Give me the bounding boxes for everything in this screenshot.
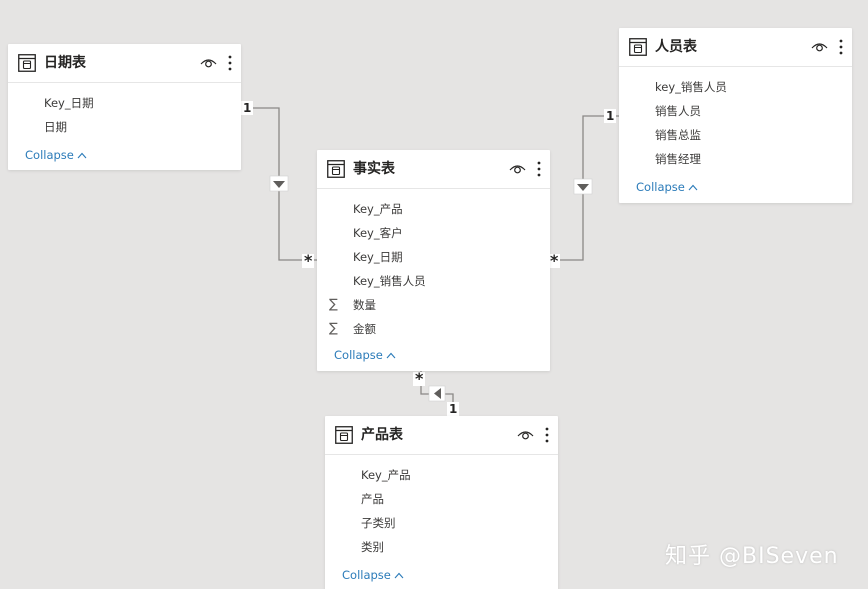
field-row[interactable]: 销售总监 (619, 123, 852, 147)
eye-icon[interactable] (811, 41, 828, 53)
table-icon (629, 38, 647, 56)
field-label: Key_销售人员 (353, 274, 426, 288)
table-title: 事实表 (353, 161, 395, 177)
field-label: 子类别 (361, 516, 396, 530)
collapse-button[interactable]: Collapse (636, 180, 698, 194)
table-icon (327, 160, 345, 178)
measure-row[interactable]: ∑ 数量 (317, 293, 550, 317)
field-row[interactable]: Key_日期 (8, 91, 241, 115)
table-card-product[interactable]: 产品表 Key_产品 产品 子类别 类别 Collapse (325, 416, 558, 589)
cardinality-one-date: 1 (241, 101, 254, 115)
field-row[interactable]: 销售经理 (619, 147, 852, 171)
field-list: Key_产品 产品 子类别 类别 (325, 455, 558, 559)
collapse-button[interactable]: Collapse (334, 348, 396, 362)
table-title: 人员表 (655, 39, 697, 55)
measure-label: 数量 (353, 298, 376, 312)
field-list: key_销售人员 销售人员 销售总监 销售经理 (619, 67, 852, 171)
triangle-arrow-icon (273, 181, 285, 188)
table-title: 日期表 (44, 55, 86, 71)
sigma-icon: ∑ (329, 297, 338, 312)
field-row[interactable]: Key_产品 (317, 197, 550, 221)
measure-row[interactable]: ∑ 金额 (317, 317, 550, 341)
cardinality-many-product: * (413, 369, 426, 388)
field-label: Key_产品 (361, 468, 411, 482)
chevron-up-icon (386, 352, 396, 359)
field-row[interactable]: 子类别 (325, 511, 558, 535)
watermark: 知乎 @BISeven (665, 544, 839, 569)
field-row[interactable]: Key_客户 (317, 221, 550, 245)
collapse-button[interactable]: Collapse (342, 568, 404, 582)
cardinality-one-product: 1 (447, 402, 460, 416)
field-label: 产品 (361, 492, 384, 506)
chevron-up-icon (77, 152, 87, 159)
field-label: 销售总监 (655, 128, 701, 142)
triangle-arrow-icon (434, 388, 441, 399)
field-label: Key_日期 (353, 250, 403, 264)
cardinality-one-people: 1 (604, 109, 617, 123)
more-options-icon[interactable] (537, 161, 541, 177)
collapse-label: Collapse (25, 148, 74, 162)
field-label: key_销售人员 (655, 80, 727, 94)
table-card-date[interactable]: 日期表 Key_日期 日期 Collapse (8, 44, 241, 170)
measure-label: 金额 (353, 322, 376, 336)
table-card-people[interactable]: 人员表 key_销售人员 销售人员 销售总监 销售经理 Collapse (619, 28, 852, 203)
field-label: Key_日期 (44, 96, 94, 110)
field-label: Key_产品 (353, 202, 403, 216)
cardinality-many-date: * (302, 251, 315, 270)
card-header[interactable]: 事实表 (317, 150, 550, 189)
field-row[interactable]: 日期 (8, 115, 241, 139)
field-row[interactable]: Key_产品 (325, 463, 558, 487)
more-options-icon[interactable] (228, 55, 232, 71)
chevron-up-icon (688, 184, 698, 191)
more-options-icon[interactable] (839, 39, 843, 55)
field-label: 销售经理 (655, 152, 701, 166)
table-card-fact[interactable]: 事实表 Key_产品 Key_客户 Key_日期 Key_销售人员 ∑ 数量 ∑ 金… (317, 150, 550, 371)
field-label: 销售人员 (655, 104, 701, 118)
cardinality-many-people: * (548, 251, 561, 270)
eye-icon[interactable] (509, 163, 526, 175)
field-row[interactable]: key_销售人员 (619, 75, 852, 99)
field-row[interactable]: Key_日期 (317, 245, 550, 269)
collapse-label: Collapse (342, 568, 391, 582)
eye-icon[interactable] (517, 429, 534, 441)
field-label: 类别 (361, 540, 384, 554)
field-label: 日期 (44, 120, 67, 134)
more-options-icon[interactable] (545, 427, 549, 443)
card-header[interactable]: 人员表 (619, 28, 852, 67)
field-row[interactable]: Key_销售人员 (317, 269, 550, 293)
collapse-button[interactable]: Collapse (25, 148, 87, 162)
sigma-icon: ∑ (329, 321, 338, 336)
card-header[interactable]: 产品表 (325, 416, 558, 455)
collapse-label: Collapse (636, 180, 685, 194)
table-icon (335, 426, 353, 444)
field-list: Key_产品 Key_客户 Key_日期 Key_销售人员 ∑ 数量 ∑ 金额 (317, 189, 550, 341)
table-title: 产品表 (361, 427, 403, 443)
field-list: Key_日期 日期 (8, 83, 241, 139)
field-row[interactable]: 类别 (325, 535, 558, 559)
table-icon (18, 54, 36, 72)
field-row[interactable]: 销售人员 (619, 99, 852, 123)
field-label: Key_客户 (353, 226, 403, 240)
collapse-label: Collapse (334, 348, 383, 362)
eye-icon[interactable] (200, 57, 217, 69)
card-header[interactable]: 日期表 (8, 44, 241, 83)
triangle-arrow-icon (577, 184, 589, 191)
chevron-up-icon (394, 572, 404, 579)
field-row[interactable]: 产品 (325, 487, 558, 511)
